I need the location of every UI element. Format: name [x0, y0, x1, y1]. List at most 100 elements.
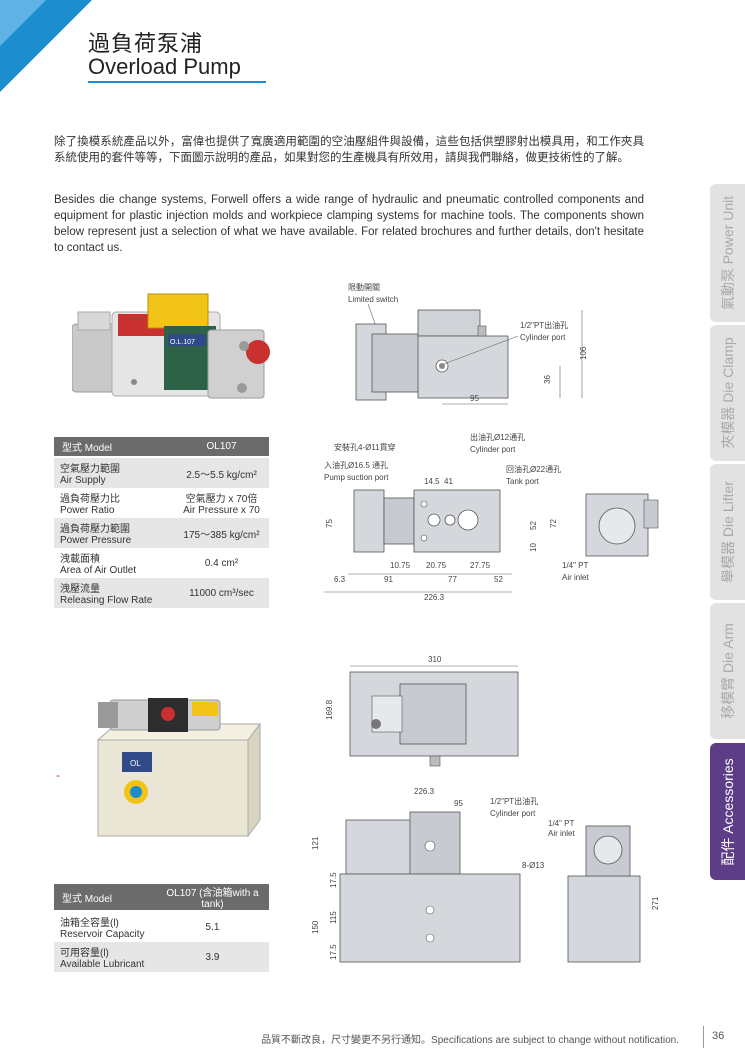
row-label-zh: 洩壓流量 [60, 584, 100, 595]
tab-label: 舉模器 Die Lifter [719, 481, 736, 583]
page-title-en: Overload Pump [88, 54, 241, 79]
dim-10-75: 10.75 [390, 561, 411, 570]
dim-41: 41 [444, 477, 453, 486]
row-label-zh: 空氣壓力範圍 [60, 464, 120, 475]
page-title-zh: 過負荷泵浦 [88, 31, 204, 56]
tab-accessories[interactable]: 配件 Accessories [710, 743, 745, 880]
dim-226-3b: 226.3 [414, 787, 435, 796]
label-out-port: 出油孔Ø12通孔 [470, 432, 525, 442]
row-label-zh: 油箱全容量(l) [60, 918, 119, 929]
row-value: 3.9 [156, 942, 269, 972]
pump-badge-text: O.L.107 [170, 339, 195, 346]
table-head-value: OL107 (含油箱with a tank) [156, 884, 269, 910]
row-label-en: Power Ratio [60, 505, 115, 516]
label-cylinder-port-b: 1/2"PT出油孔 [490, 796, 538, 806]
row-value: 5.1 [156, 912, 269, 942]
spec-table-ol107-tank: 型式 Model OL107 (含油箱with a tank) 油箱全容量(l)… [54, 884, 269, 972]
dim-8-o13: 8-Ø13 [522, 861, 545, 870]
tab-die-arm[interactable]: 移模臂 Die Arm [710, 603, 745, 739]
label-cylinder-port-en: Cylinder port [520, 333, 566, 342]
tab-label: 移模臂 Die Arm [719, 623, 736, 719]
row-label-en: Power Pressure [60, 535, 132, 546]
dim-36: 36 [543, 375, 552, 384]
row-value: 2.5～5.5 kg/cm² [174, 458, 269, 488]
title-underline [88, 81, 266, 83]
row-label-en: Air Supply [60, 475, 106, 486]
dim-150: 150 [311, 920, 320, 934]
row-value-2: Air Pressure x 70 [183, 505, 260, 516]
label-limit-switch-zh: 限動開關 [348, 283, 380, 292]
dim-169-8: 169.8 [325, 699, 334, 720]
dim-121: 121 [311, 836, 320, 850]
dim-106: 106 [579, 346, 588, 360]
dim-52-vertical: 52 [529, 521, 538, 530]
tab-label: 夾模器 Die Clamp [719, 337, 736, 449]
label-air-inlet-en: Air inlet [562, 573, 589, 582]
dim-10: 10 [529, 543, 538, 552]
drawing-top-view: 安裝孔4-Ø11貫穿 出油孔Ø12通孔 Cylinder port 入油孔Ø16… [324, 432, 659, 602]
table-head-model: 型式 Model [54, 884, 156, 910]
dim-6-3: 6.3 [334, 575, 346, 584]
label-mount-hole: 安裝孔4-Ø11貫穿 [334, 442, 396, 452]
row-label-zh: 可用容量(l) [60, 948, 109, 959]
row-value: 0.4 cm² [174, 548, 269, 578]
overload-pump-photo: O.L.107 [72, 293, 270, 399]
dim-95: 95 [470, 394, 479, 403]
dim-14-5: 14.5 [424, 477, 440, 486]
label-out-port-en: Cylinder port [470, 445, 516, 454]
tab-die-lifter[interactable]: 舉模器 Die Lifter [710, 464, 745, 600]
label-air-inlet: 1/4" PT [562, 561, 589, 570]
dim-20-75: 20.75 [426, 561, 447, 570]
label-tank-port-en: Tank port [506, 477, 540, 486]
pump-with-tank-photo: OL [96, 698, 261, 838]
dim-17-5b: 17.5 [329, 944, 338, 960]
label-in-port: 入油孔Ø16.5 通孔 [324, 460, 388, 470]
footer-note: 品質不斷改良，尺寸變更不另行通知。Specifications are subj… [261, 1035, 679, 1046]
dim-27-75: 27.75 [470, 561, 491, 570]
label-limit-switch-en: Limited switch [348, 295, 398, 304]
dim-52: 52 [494, 575, 503, 584]
table-row: 可用容量(l)Available Lubricant 3.9 [54, 942, 269, 972]
label-tank-port: 回油孔Ø22通孔 [506, 464, 561, 474]
row-value: 11000 cm³/sec [174, 578, 269, 608]
tab-label: 氣動泵 Power Unit [719, 195, 736, 311]
dim-271: 271 [651, 896, 660, 910]
footer-divider [703, 1026, 704, 1048]
dim-115: 115 [329, 911, 338, 924]
dim-17-5a: 17.5 [329, 872, 338, 888]
dim-72: 72 [549, 519, 558, 528]
row-label-zh: 洩載面積 [60, 554, 100, 565]
label-air-inlet-b: 1/4" PT [548, 819, 575, 828]
page-number: 36 [712, 1030, 725, 1042]
row-label-zh: 過負荷壓力範圍 [60, 524, 130, 535]
dim-91: 91 [384, 575, 393, 584]
drawing-side-view: 限動開關 Limited switch 1/2"PT出油孔 Cylinder p… [348, 283, 588, 405]
corner-decoration [0, 0, 92, 92]
intro-text-en: Besides die change systems, Forwell offe… [54, 194, 644, 254]
label-in-port-en: Pump suction port [324, 473, 389, 482]
table-head-model: 型式 Model [54, 437, 174, 456]
tank-badge-text: OL [130, 759, 141, 768]
row-label-en: Available Lubricant [60, 959, 145, 970]
dim-95b: 95 [454, 799, 463, 808]
dim-310: 310 [428, 655, 442, 664]
marker: - [56, 768, 60, 782]
tab-power-unit[interactable]: 氣動泵 Power Unit [710, 184, 745, 322]
row-label-zh: 過負荷壓力比 [60, 494, 120, 505]
drawing-tank-views: 310 169.8 226.3 95 1/2"PT出油孔 Cylinder po… [311, 655, 660, 963]
intro-text-zh: 除了換模系統產品以外，富偉也提供了寬廣適用範圍的空油壓組件與設備，這些包括供塑膠… [54, 136, 644, 164]
row-label-en: Releasing Flow Rate [60, 595, 153, 606]
dim-75: 75 [325, 519, 334, 528]
row-value: 空氣壓力 x 70倍 [185, 494, 258, 505]
dim-77: 77 [448, 575, 457, 584]
tab-die-clamp[interactable]: 夾模器 Die Clamp [710, 325, 745, 461]
dim-226-3: 226.3 [424, 593, 445, 602]
row-value: 175～385 kg/cm² [174, 518, 269, 548]
label-cylinder-port: 1/2"PT出油孔 [520, 320, 568, 330]
